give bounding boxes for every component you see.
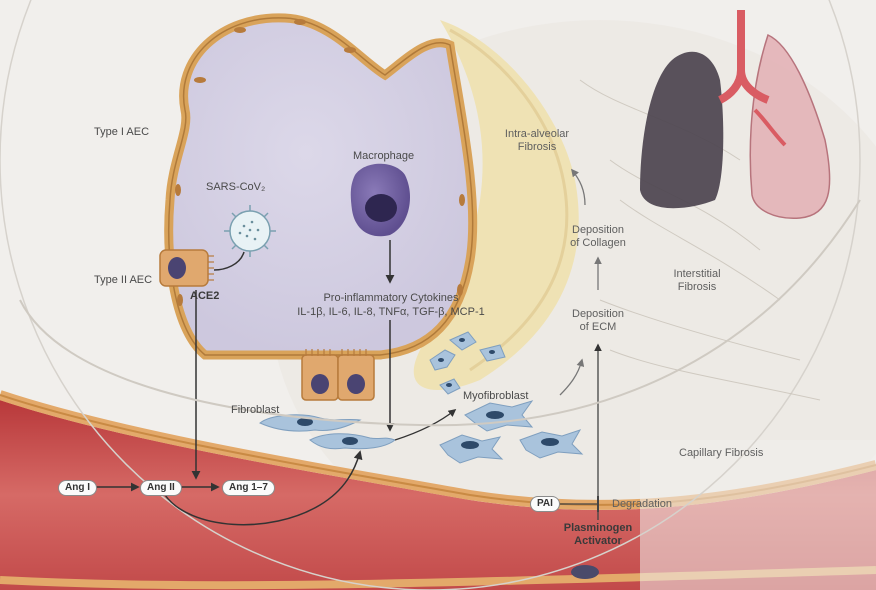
type2-aec-label: Type II AEC — [94, 274, 152, 287]
interstitial-line1: Interstitial — [662, 268, 732, 281]
plasminogen-line2: Activator — [553, 535, 643, 548]
degradation-label: Degradation — [612, 498, 672, 511]
intra-alveolar-fibrosis-label: Intra-alveolar Fibrosis — [497, 128, 577, 154]
macrophage-cell — [351, 164, 410, 237]
type2-cell — [160, 250, 214, 286]
deposition-collagen-label: Deposition of Collagen — [558, 224, 638, 250]
deposition-collagen-line1: Deposition — [558, 224, 638, 237]
deposition-ecm-line1: Deposition — [558, 308, 638, 321]
ang1-badge: Ang I — [58, 480, 97, 496]
interstitial-fibrosis-label: Interstitial Fibrosis — [662, 268, 732, 294]
bottom-aec-cells — [302, 349, 374, 400]
myofibroblast-label: Myofibroblast — [463, 390, 528, 403]
deposition-collagen-line2: of Collagen — [558, 237, 638, 250]
interstitial-line2: Fibrosis — [662, 281, 732, 294]
capillary-fibrosis-label: Capillary Fibrosis — [679, 447, 763, 460]
ace2-label: ACE2 — [190, 290, 219, 303]
sars-cov2-label: SARS-CoV₂ — [206, 181, 265, 194]
ang2-badge: Ang II — [140, 480, 182, 496]
plasminogen-activator-label: Plasminogen Activator — [553, 522, 643, 548]
cytokines-title: Pro-inflammatory Cytokines — [316, 292, 466, 305]
type1-aec-label: Type I AEC — [94, 126, 149, 139]
ang17-badge: Ang 1–7 — [222, 480, 275, 496]
intra-alveolar-line1: Intra-alveolar — [497, 128, 577, 141]
plasminogen-line1: Plasminogen — [553, 522, 643, 535]
pai-badge: PAI — [530, 496, 560, 512]
fibroblast-label: Fibroblast — [231, 404, 279, 417]
macrophage-label: Macrophage — [353, 150, 414, 163]
intra-alveolar-line2: Fibrosis — [497, 141, 577, 154]
deposition-ecm-line2: of ECM — [558, 321, 638, 334]
cytokines-list: IL-1β, IL-6, IL-8, TNFα, TGF-β, MCP-1 — [296, 306, 486, 319]
deposition-ecm-label: Deposition of ECM — [558, 308, 638, 334]
